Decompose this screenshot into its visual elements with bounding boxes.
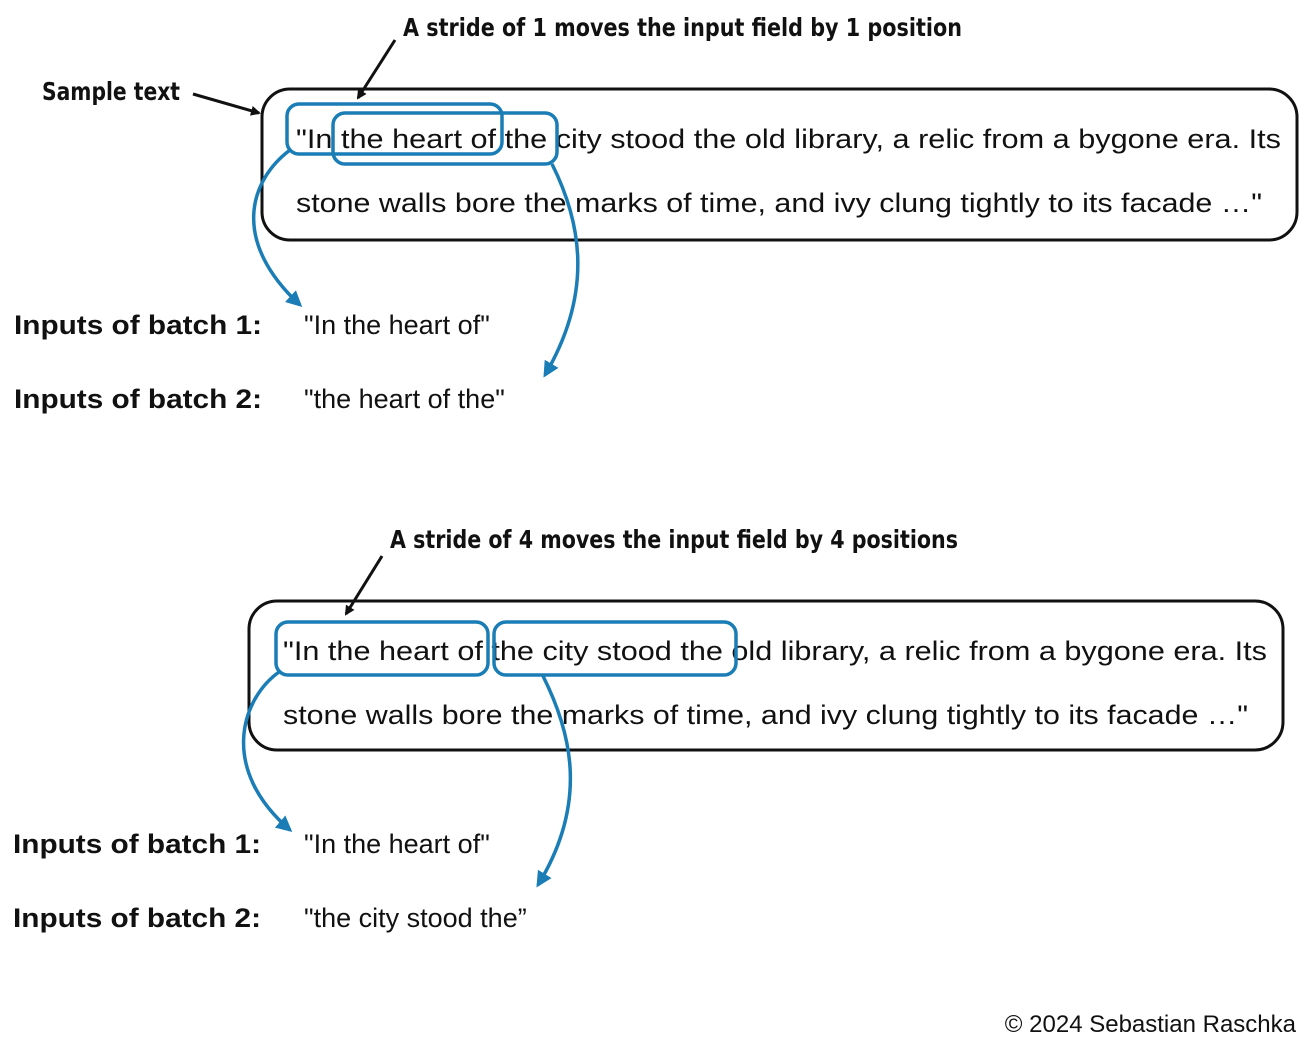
input-window-batch-2 [331, 111, 559, 166]
sample-text-box [260, 87, 1299, 242]
sample-text-line-1: "In the heart of the city stood the old … [283, 636, 1267, 666]
input-window-batch-1 [285, 102, 504, 156]
batch-1-value: "In the heart of" [304, 829, 490, 859]
stride-1-annotation: A stride of 1 moves the input field by 1… [403, 13, 962, 42]
sample-text-line-1: "In the heart of the city stood the old … [296, 124, 1281, 154]
stride-4-annotation: A stride of 4 moves the input field by 4… [390, 525, 958, 554]
batch-2-value: "the heart of the" [304, 384, 505, 414]
input-window-batch-2 [492, 620, 738, 677]
stride-4-section: A stride of 4 moves the input field by 4… [13, 525, 1285, 933]
batch-2-arrow [543, 163, 580, 378]
batch-1-label: Inputs of batch 1: [13, 829, 261, 859]
sample-text-line-2: stone walls bore the marks of time, and … [296, 188, 1262, 218]
sample-text-arrow [192, 92, 261, 116]
annotation-arrow [344, 555, 384, 616]
batch-2-value: "the city stood the” [304, 903, 527, 933]
batch-1-value: "In the heart of" [304, 310, 490, 340]
batch-2-label: Inputs of batch 2: [13, 903, 261, 933]
batch-1-label: Inputs of batch 1: [14, 310, 262, 340]
sample-text-label: Sample text [42, 77, 180, 106]
batch-2-arrow [536, 675, 573, 888]
copyright: © 2024 Sebastian Raschka [1005, 1011, 1297, 1038]
batch-2-label: Inputs of batch 2: [14, 384, 262, 414]
sample-text-box [247, 599, 1285, 752]
stride-1-section: A stride of 1 moves the input field by 1… [14, 13, 1299, 414]
sample-text-line-2: stone walls bore the marks of time, and … [283, 700, 1248, 730]
batch-1-arrow [251, 148, 303, 308]
input-window-batch-1 [274, 620, 490, 677]
batch-1-arrow [241, 670, 293, 832]
